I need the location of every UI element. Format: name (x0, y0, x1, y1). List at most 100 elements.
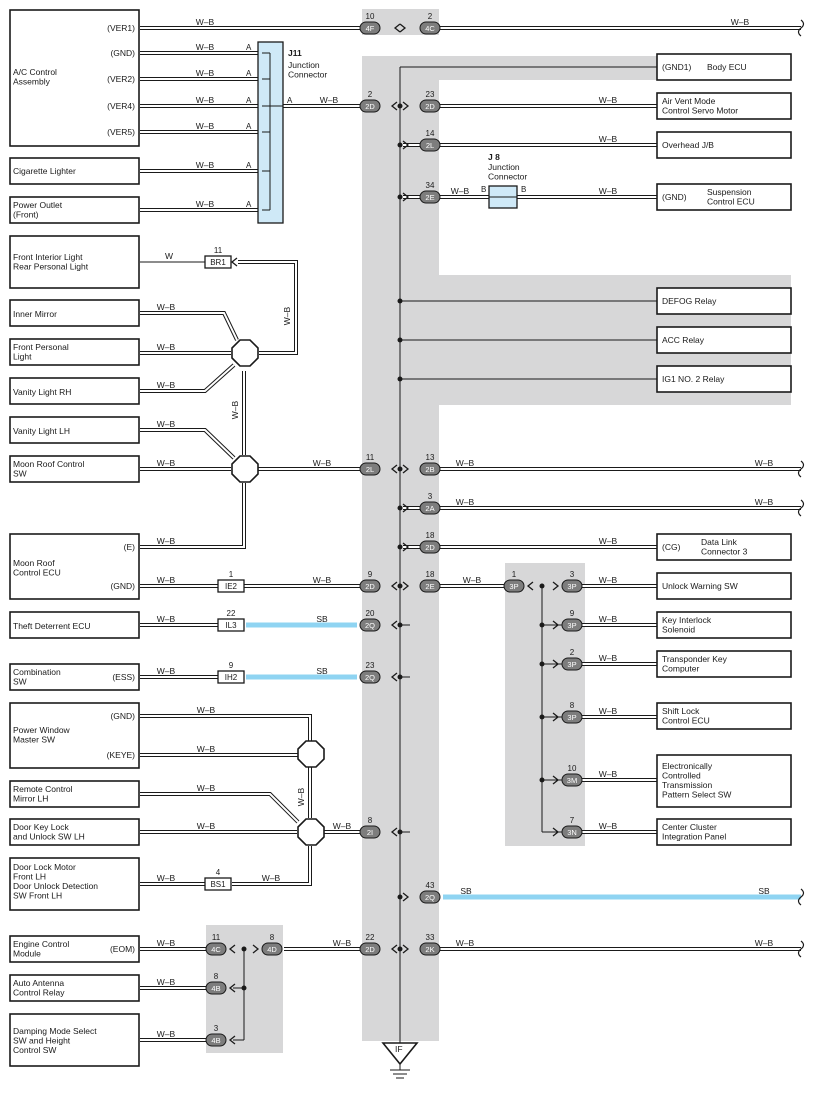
connector-3p-8: 3P8 (561, 701, 583, 724)
power-outlet-front: Power Outlet(Front) (9, 196, 140, 224)
connector-body (419, 942, 441, 956)
damping-mode-select-sw-outline (9, 1013, 140, 1067)
wire-color-label: W–B (157, 536, 176, 546)
connector-shade-3p (505, 563, 585, 846)
connector-pin: 8 (570, 701, 575, 710)
combination-sw-terminal-ess: (ESS) (112, 672, 135, 682)
power-window-terminal-gnd: (GND) (110, 711, 135, 721)
connector-code: 2D (365, 945, 375, 954)
transmission-pattern-select-sw-outline (656, 754, 792, 808)
vanity-light-rh-label: Vanity Light RH (13, 387, 71, 397)
connector-code: 2L (366, 465, 374, 474)
j11-id: J11 (288, 48, 302, 58)
defog-relay: DEFOG Relay (656, 287, 792, 315)
transponder-key-computer-outline (656, 650, 792, 678)
connector-pin: 3 (428, 492, 433, 501)
connector-code: 2E (425, 582, 434, 591)
door-lock-motor-front-lh-outline (9, 857, 140, 911)
connector-body (419, 190, 441, 204)
connector-code: 2D (365, 582, 375, 591)
connector-4b-8: 4B8 (205, 972, 227, 995)
front-interior-light-outline (9, 235, 140, 289)
wire-color-label: W–B (157, 666, 176, 676)
ac-terminal-gnd: (GND) (110, 48, 135, 58)
connector-code: IE2 (225, 582, 238, 591)
unlock-warning-sw-label: Unlock Warning SW (662, 581, 738, 591)
connector-code: 2Q (365, 621, 375, 630)
wire-color-label: SB (316, 666, 328, 676)
engine-control-module-outline (9, 935, 140, 963)
wire-color-label: W–B (456, 458, 475, 468)
j11-pin-a-6: A (246, 200, 252, 209)
connector-arrow (390, 464, 398, 474)
j11-pin-a: A (246, 43, 252, 52)
connector-arrow (402, 464, 410, 474)
ac-terminal-ver4: (VER4) (107, 101, 135, 111)
power-outlet-front-label: Power Outlet(Front) (13, 200, 63, 220)
wire-color-label: W–B (755, 497, 774, 507)
wire-color-label: W–B (197, 821, 216, 831)
vanity-light-rh-outline (9, 377, 140, 405)
connector-3p-2: 3P2 (561, 648, 583, 671)
connector-pin: 13 (426, 453, 435, 462)
connector-body (419, 540, 441, 554)
inner-mirror-label: Inner Mirror (13, 309, 57, 319)
connector-code: 4B (211, 1036, 220, 1045)
connector-arrow (390, 620, 398, 630)
connector-pin: 11 (214, 246, 223, 255)
connector-pin: 4 (216, 868, 221, 877)
connector-body (419, 138, 441, 152)
wire-continuation-mark (797, 19, 805, 37)
connector-pin: 8 (368, 816, 373, 825)
ig1-no2-relay-label: IG1 NO. 2 Relay (662, 374, 725, 384)
connector-body (419, 99, 441, 113)
body-ecu-outline (656, 53, 792, 81)
connector-pin: 3 (214, 1024, 219, 1033)
connector-pin: 9 (368, 570, 373, 579)
wire-color-label-vertical: W–B (282, 306, 292, 325)
wire-color-label: W–B (599, 706, 618, 716)
ac-terminal-ver1: (VER1) (107, 23, 135, 33)
wire-color-label: W–B (157, 938, 176, 948)
suspension-control-ecu-outline (656, 183, 792, 211)
connector-pin: 22 (227, 609, 236, 618)
connector-pin: 43 (426, 881, 435, 890)
unlock-warning-sw-outline (656, 572, 792, 600)
sb-wires (246, 622, 801, 900)
body-ecu-label: Body ECU (707, 62, 747, 72)
connector-arrow (390, 827, 398, 837)
wire-color-label: W–B (599, 536, 618, 546)
connector-pin: 2 (570, 648, 575, 657)
wire-color-label: W–B (599, 769, 618, 779)
wire-color-label: W–B (599, 134, 618, 144)
connector-4d-8: 4D8 (261, 933, 283, 956)
connector-body (561, 657, 583, 671)
connector-body (561, 773, 583, 787)
connector-pin: 10 (366, 12, 375, 21)
connector-body (204, 877, 232, 891)
ground-point-symbol (381, 1042, 419, 1066)
connector-pin: 8 (270, 933, 275, 942)
connector-body (419, 501, 441, 515)
splice-light (231, 339, 259, 367)
key-interlock-solenoid-outline (656, 611, 792, 639)
connector-code: 2Q (425, 893, 435, 902)
connector-code: 2D (425, 543, 435, 552)
connector-code: 3M (567, 776, 577, 785)
